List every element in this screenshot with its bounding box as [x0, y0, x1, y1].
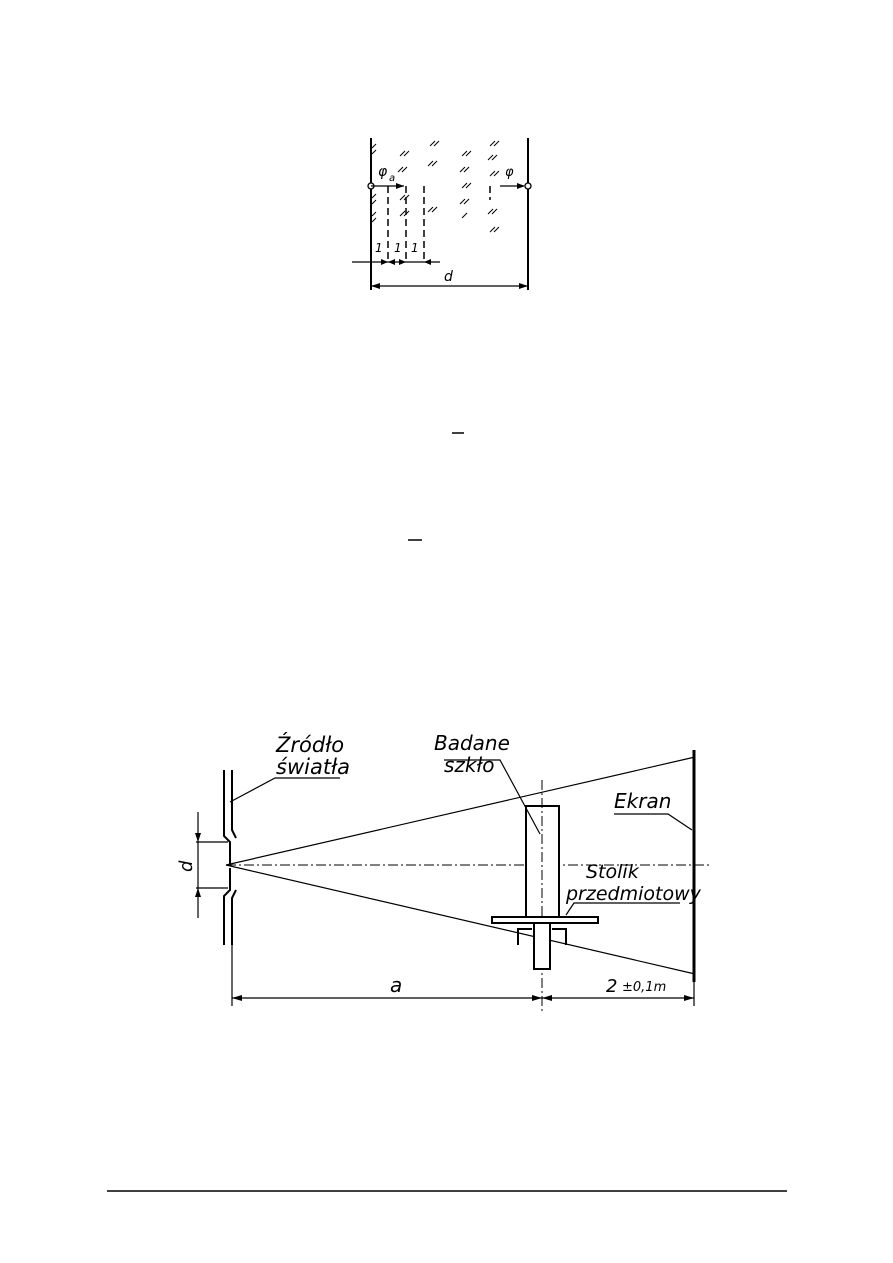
glass-hatching: [371, 140, 500, 233]
table-label-line2: przedmiotowy: [565, 883, 702, 905]
a-label: a: [390, 973, 402, 997]
source-housing-lower-inner: [231, 889, 237, 945]
light-cone-lower: [225, 864, 696, 975]
source-leader: [229, 777, 340, 803]
table-label-line1: Stolik: [586, 861, 640, 883]
table-stem: [533, 922, 551, 970]
source-label-line1: Źródło: [275, 732, 344, 757]
source-label-line2: światła: [276, 755, 350, 779]
tolerance-label: ±0,1m: [622, 980, 666, 995]
dim-1-b: 1: [394, 241, 402, 255]
light-cone-upper: [225, 756, 696, 866]
source-d-label: d: [176, 860, 197, 872]
dim-1-c: 1: [411, 241, 419, 255]
glass-label-line1: Badane: [434, 731, 510, 755]
glass-leader: [444, 759, 541, 835]
top-figure: φ a φ 1 1 1 d: [352, 138, 532, 290]
screen-label: Ekran: [614, 789, 671, 813]
top-d-label: d: [444, 269, 453, 285]
source-housing-upper-inner: [231, 770, 237, 839]
glass-label-line2: szkło: [444, 753, 494, 777]
phi-label: φ: [505, 165, 514, 180]
phi-a-label: φ: [378, 164, 388, 180]
table-leader: [565, 902, 680, 916]
bottom-figure: d Źródło światła Badane szkło Ekran Stol…: [176, 731, 710, 1012]
phi-point: [524, 182, 532, 190]
table-clamp-right: [552, 928, 567, 945]
distance-label: 2: [606, 976, 617, 997]
dim-1-a: 1: [375, 241, 383, 255]
source-housing-upper: [223, 770, 231, 864]
table-clamp-left: [517, 928, 532, 945]
phi-a-subscript: a: [389, 173, 395, 184]
source-housing-lower: [223, 868, 231, 945]
screen-leader: [614, 813, 693, 831]
